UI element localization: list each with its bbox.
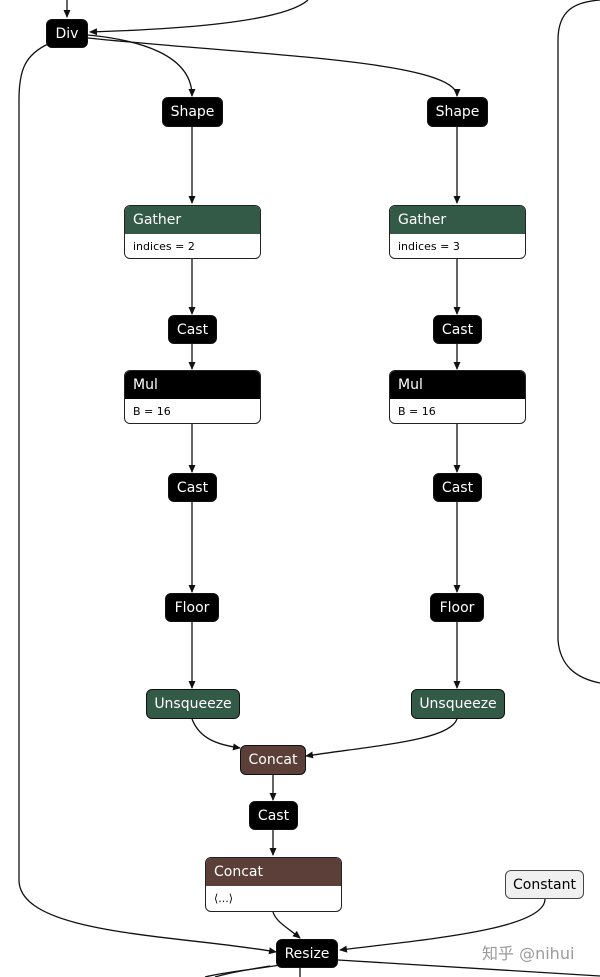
edge-right-frame (557, 0, 600, 684)
edge-unsqueeze-left-concat (191, 718, 241, 751)
edge-resize-out-4 (337, 959, 600, 977)
mul-node-right[interactable]: Mul B = 16 (389, 370, 526, 424)
mul-node-left[interactable]: Mul B = 16 (124, 370, 261, 424)
unsqueeze-node-left[interactable]: Unsqueeze (146, 689, 240, 719)
gather-node-left[interactable]: Gather indices = 2 (124, 205, 261, 259)
gather-attr-right: indices = 3 (398, 240, 460, 253)
gather-title-left: Gather (125, 206, 260, 234)
cast-node-right-1[interactable]: Cast (433, 315, 482, 344)
concat-node-2[interactable]: Concat ⟨...⟩ (205, 857, 342, 912)
watermark: 知乎 @nihui (482, 944, 575, 963)
edge-unsqueeze-right-concat (305, 718, 458, 759)
edge-div-shape-right (87, 37, 461, 97)
edge-resize-out-3 (214, 965, 271, 977)
mul-attr-right: B = 16 (398, 405, 436, 418)
cast-node-left-2[interactable]: Cast (168, 473, 217, 502)
cast-node-center[interactable]: Cast (249, 801, 298, 830)
resize-node[interactable]: Resize (276, 939, 338, 968)
unsqueeze-node-right[interactable]: Unsqueeze (411, 689, 505, 719)
concat-node[interactable]: Concat (240, 745, 306, 775)
edge-div-shape-left (87, 34, 196, 97)
concat-title-2: Concat (206, 858, 341, 886)
cast-node-left-1[interactable]: Cast (168, 315, 217, 344)
div-node[interactable]: Div (46, 19, 88, 48)
constant-node[interactable]: Constant (505, 870, 584, 899)
shape-node-left[interactable]: Shape (162, 97, 223, 127)
concat-attr-2: ⟨...⟩ (214, 892, 234, 905)
edge-constant-resize (339, 898, 546, 953)
mul-title-left: Mul (125, 371, 260, 399)
edge-div-resize (18, 43, 277, 955)
gather-title-right: Gather (390, 206, 525, 234)
gather-attr-left: indices = 2 (133, 240, 195, 253)
cast-node-right-2[interactable]: Cast (433, 473, 482, 502)
gather-node-right[interactable]: Gather indices = 3 (389, 205, 526, 259)
mul-attr-left: B = 16 (133, 405, 171, 418)
edge-concat2-resize (272, 911, 301, 939)
shape-node-right[interactable]: Shape (427, 97, 488, 127)
floor-node-left[interactable]: Floor (165, 593, 219, 622)
edge-in-div-2 (89, 0, 309, 36)
mul-title-right: Mul (390, 371, 525, 399)
floor-node-right[interactable]: Floor (430, 593, 484, 622)
